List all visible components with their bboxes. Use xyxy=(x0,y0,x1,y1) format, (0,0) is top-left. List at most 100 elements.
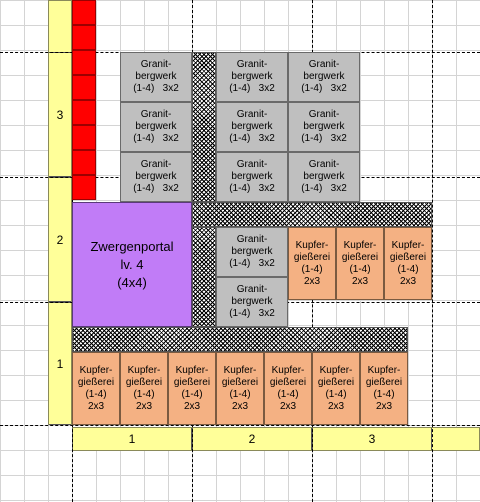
building-name: Granit- xyxy=(236,284,268,295)
granite-quarry[interactable]: Granit- bergwerk (1-4) 3x2 xyxy=(216,52,288,102)
copper-foundry[interactable]: Kupfer- gießerei (1-4) 2x3 xyxy=(288,227,336,300)
building-name: gießerei xyxy=(293,251,331,263)
building-size: 2x3 xyxy=(351,275,369,287)
building-level: (1-4) xyxy=(229,308,251,319)
copper-foundry[interactable]: Kupfer- gießerei (1-4) 2x3 xyxy=(312,352,360,425)
building-name: bergwerk xyxy=(135,121,177,132)
granite-quarry[interactable]: Granit- bergwerk (1-4) 3x2 xyxy=(288,102,360,152)
building-name: gießerei xyxy=(125,376,163,388)
granite-quarry[interactable]: Granit- bergwerk (1-4) 3x2 xyxy=(216,277,288,327)
road-tile xyxy=(192,202,432,227)
row-label-2: 2 xyxy=(49,177,71,302)
sector-line-v4 xyxy=(432,0,433,502)
red-cell[interactable] xyxy=(72,75,96,100)
building-name: gießerei xyxy=(365,376,403,388)
building-name: Kupfer- xyxy=(343,239,377,251)
building-level: (1-4) xyxy=(397,263,419,275)
building-level: (1-4) xyxy=(301,133,323,144)
red-cell[interactable] xyxy=(72,100,96,125)
dwarf-portal[interactable]: Zwergenportal lv. 4 (4x4) xyxy=(72,202,192,327)
portal-size: (4x4) xyxy=(117,274,147,290)
building-name: bergwerk xyxy=(303,71,345,82)
building-name: bergwerk xyxy=(303,121,345,132)
building-size: 3x2 xyxy=(330,133,347,144)
building-level: (1-4) xyxy=(229,388,251,400)
building-level: (1-4) xyxy=(229,83,251,94)
building-size: 2x3 xyxy=(87,400,105,412)
building-level: (1-4) xyxy=(301,183,323,194)
building-name: Kupfer- xyxy=(295,239,329,251)
granite-quarry[interactable]: Granit- bergwerk (1-4) 3x2 xyxy=(216,227,288,277)
building-level: (1-4) xyxy=(325,388,347,400)
copper-foundry[interactable]: Kupfer- gießerei (1-4) 2x3 xyxy=(120,352,168,425)
copper-foundry[interactable]: Kupfer- gießerei (1-4) 2x3 xyxy=(360,352,408,425)
granite-quarry[interactable]: Granit- bergwerk (1-4) 3x2 xyxy=(120,52,192,102)
building-name: Kupfer- xyxy=(271,364,305,376)
building-size: 3x2 xyxy=(162,183,179,194)
building-name: bergwerk xyxy=(135,71,177,82)
granite-quarry[interactable]: Granit- bergwerk (1-4) 3x2 xyxy=(288,152,360,202)
column-label-1: 1 xyxy=(72,428,192,450)
building-name: gießerei xyxy=(317,376,355,388)
building-name: Kupfer- xyxy=(367,364,401,376)
building-size: 2x3 xyxy=(303,275,321,287)
building-name: gießerei xyxy=(389,251,427,263)
building-size: 3x2 xyxy=(162,83,179,94)
building-name: gießerei xyxy=(341,251,379,263)
building-size: 2x3 xyxy=(375,400,393,412)
building-name: Granit- xyxy=(308,159,340,170)
building-name: Granit- xyxy=(140,159,172,170)
building-size: 3x2 xyxy=(258,133,275,144)
building-name: Granit- xyxy=(140,109,172,120)
copper-foundry[interactable]: Kupfer- gießerei (1-4) 2x3 xyxy=(216,352,264,425)
building-name: Granit- xyxy=(236,109,268,120)
copper-foundry[interactable]: Kupfer- gießerei (1-4) 2x3 xyxy=(72,352,120,425)
building-size: 2x3 xyxy=(231,400,249,412)
building-name: bergwerk xyxy=(231,121,273,132)
column-label-2: 2 xyxy=(192,428,312,450)
building-level: (1-4) xyxy=(133,183,155,194)
building-name: bergwerk xyxy=(231,296,273,307)
building-size: 3x2 xyxy=(162,133,179,144)
red-cell[interactable] xyxy=(72,150,96,175)
building-level: (1-4) xyxy=(373,388,395,400)
red-cell[interactable] xyxy=(72,175,96,200)
road-tile xyxy=(192,227,216,327)
building-name: bergwerk xyxy=(231,71,273,82)
red-cell[interactable] xyxy=(72,25,96,50)
building-level: (1-4) xyxy=(181,388,203,400)
building-level: (1-4) xyxy=(301,263,323,275)
building-size: 2x3 xyxy=(327,400,345,412)
granite-quarry[interactable]: Granit- bergwerk (1-4) 3x2 xyxy=(216,102,288,152)
copper-foundry[interactable]: Kupfer- gießerei (1-4) 2x3 xyxy=(336,227,384,300)
building-name: bergwerk xyxy=(135,171,177,182)
building-name: bergwerk xyxy=(231,171,273,182)
copper-foundry[interactable]: Kupfer- gießerei (1-4) 2x3 xyxy=(168,352,216,425)
road-tile xyxy=(72,327,408,352)
granite-quarry[interactable]: Granit- bergwerk (1-4) 3x2 xyxy=(216,152,288,202)
building-name: Kupfer- xyxy=(127,364,161,376)
building-level: (1-4) xyxy=(229,183,251,194)
building-name: Kupfer- xyxy=(79,364,113,376)
red-cell[interactable] xyxy=(72,50,96,75)
building-size: 3x2 xyxy=(330,83,347,94)
building-size: 3x2 xyxy=(258,308,275,319)
building-name: Kupfer- xyxy=(391,239,425,251)
building-size: 2x3 xyxy=(279,400,297,412)
copper-foundry[interactable]: Kupfer- gießerei (1-4) 2x3 xyxy=(384,227,432,300)
red-cell[interactable] xyxy=(72,0,96,25)
red-cell[interactable] xyxy=(72,125,96,150)
building-name: gießerei xyxy=(173,376,211,388)
building-name: Granit- xyxy=(308,59,340,70)
copper-foundry[interactable]: Kupfer- gießerei (1-4) 2x3 xyxy=(264,352,312,425)
building-level: (1-4) xyxy=(133,388,155,400)
building-level: (1-4) xyxy=(229,133,251,144)
building-level: (1-4) xyxy=(229,258,251,269)
row-label-1: 1 xyxy=(49,302,71,425)
granite-quarry[interactable]: Granit- bergwerk (1-4) 3x2 xyxy=(288,52,360,102)
building-name: Granit- xyxy=(236,234,268,245)
building-name: Granit- xyxy=(236,59,268,70)
granite-quarry[interactable]: Granit- bergwerk (1-4) 3x2 xyxy=(120,152,192,202)
granite-quarry[interactable]: Granit- bergwerk (1-4) 3x2 xyxy=(120,102,192,152)
